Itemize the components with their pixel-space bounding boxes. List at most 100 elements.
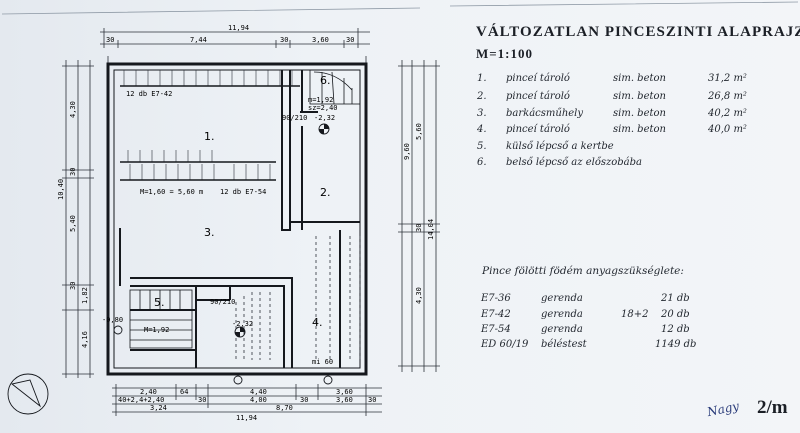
dim-text: 40+2,4+2,40 (118, 396, 164, 404)
legend-floor: sim. beton (613, 124, 666, 135)
dim-text: 3,60 (336, 396, 353, 404)
dim-text: 5,60 (415, 123, 423, 140)
dim-text: 8,70 (276, 404, 293, 412)
legend-name: külső lépcső a kertbe (506, 141, 614, 152)
legend-floor: sim. beton (613, 73, 666, 84)
beam-label: M=1,60 = 5,60 m (140, 188, 203, 196)
beam-label: 12 db E7-42 (126, 90, 172, 98)
dim-total: 14,04 (427, 219, 435, 240)
legend-name: belső lépcső az előszobába (506, 157, 642, 168)
dim-text: 4,00 (250, 396, 267, 404)
material-code: ED 60/19 (481, 339, 529, 350)
dim-text: 3,24 (150, 404, 167, 412)
room-label: 2. (320, 186, 331, 199)
legend-area: 40,0 m² (708, 124, 747, 135)
interior-walls (119, 70, 360, 368)
room-label: 4. (312, 316, 323, 329)
room-label: 1. (204, 130, 215, 143)
drawing-title: VÁLTOZATLAN PINCESZINTI ALAPRAJZ (476, 24, 800, 40)
drawing-scale: M=1:100 (476, 46, 534, 61)
dim-text: 30 (106, 36, 114, 44)
material-code: E7-42 (481, 309, 511, 320)
legend-area: 31,2 m² (708, 73, 747, 84)
dim-text: 30 (300, 396, 308, 404)
room-label: 5. (154, 296, 165, 309)
dim-text: 4,40 (250, 388, 267, 396)
stair-label: M=1,92 (144, 326, 169, 334)
legend-num: 2. (477, 91, 487, 102)
legend-num: 6. (477, 157, 487, 168)
dim-text: 9,60 (403, 143, 411, 160)
dim-text: 4,16 (81, 331, 89, 348)
dim-text: 1,82 (81, 287, 89, 304)
section-marker-icon (323, 375, 333, 385)
beam-hatch (123, 70, 293, 180)
legend-num: 5. (477, 141, 487, 152)
north-arrow-icon (7, 373, 49, 415)
external-stair-5 (129, 289, 193, 349)
section-marker-icon (233, 375, 243, 385)
room-4-beam-dashes (235, 236, 361, 360)
door-label: 90/210 (282, 114, 307, 122)
legend-num: 3. (477, 108, 487, 119)
dim-text: 30 (346, 36, 354, 44)
level-marker-fill (235, 327, 245, 337)
dim-text: 30 (69, 282, 77, 290)
room-label: 6. (320, 74, 331, 87)
dim-text: 4,30 (69, 101, 77, 118)
level-markers (113, 123, 333, 385)
dim-text: 2,40 (140, 388, 157, 396)
legend-floor: sim. beton (613, 108, 666, 119)
legend-area: 26,8 m² (708, 91, 747, 102)
level-label: -2,32 (232, 320, 253, 328)
level-label: -2,32 (314, 114, 335, 122)
room-label: 3. (204, 226, 215, 239)
dim-text: 3,60 (336, 388, 353, 396)
legend-name: pinceí tároló (506, 91, 570, 102)
material-item: gerenda (541, 309, 583, 320)
dim-total: 11,94 (236, 414, 257, 422)
dim-text: 5,40 (69, 215, 77, 232)
beam-label: 12 db E7-54 (220, 188, 266, 196)
legend-num: 1. (477, 73, 487, 84)
top-dimension-lines (100, 28, 370, 64)
material-code: E7-54 (481, 324, 511, 335)
sheet-number: 2/m (757, 397, 788, 418)
dim-text: 30 (198, 396, 206, 404)
material-item: gerenda (541, 293, 583, 304)
dim-text: 3,60 (312, 36, 329, 44)
legend-floor: sim. beton (613, 91, 666, 102)
door-label: 90/210 (210, 298, 235, 306)
beam-lines (120, 85, 300, 181)
material-code: E7-36 (481, 293, 511, 304)
level-marker-icon (113, 325, 123, 335)
dim-text: 30 (368, 396, 376, 404)
material-item: gerenda (541, 324, 583, 335)
window-label: mi 60 (312, 358, 333, 366)
stair-label: m=1,92 (308, 96, 333, 104)
level-marker-fill (319, 124, 329, 134)
dim-text: 7,44 (190, 36, 207, 44)
internal-stair-6 (309, 69, 361, 105)
dim-text: 4,30 (415, 287, 423, 304)
level-label: -0,80 (102, 316, 123, 324)
frame-line (1, 1, 799, 15)
material-item: béléstest (541, 339, 587, 350)
outer-walls (106, 62, 368, 376)
legend-num: 4. (477, 124, 487, 135)
material-qty: 1149 db (655, 339, 697, 350)
bottom-dimension-lines (112, 384, 382, 416)
right-dimension-lines (398, 60, 440, 372)
legend-name: pinceí tároló (506, 73, 570, 84)
dim-total: 10,40 (57, 179, 65, 200)
left-dimension-lines (62, 60, 94, 378)
material-qty: 21 db (661, 293, 690, 304)
material-qty: 12 db (661, 324, 690, 335)
material-qty: 20 db (661, 309, 690, 320)
legend-name: barkácsműhely (506, 108, 584, 119)
stair-label: sz=2,40 (308, 104, 338, 112)
legend-area: 40,2 m² (708, 108, 747, 119)
dim-total: 11,94 (228, 24, 249, 32)
material-calc: 18+2 (621, 309, 649, 320)
